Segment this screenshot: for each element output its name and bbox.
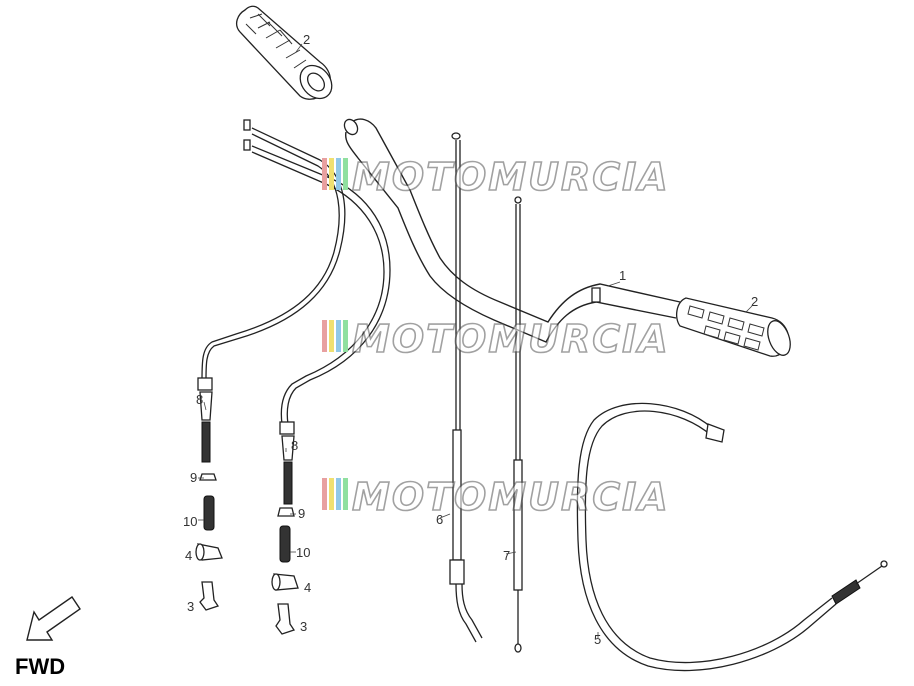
callout-10-left: 10: [183, 514, 197, 529]
callout-3-right: 3: [300, 619, 307, 634]
callout-6: 6: [436, 512, 443, 527]
callout-2-right-grip: 2: [751, 294, 758, 309]
right-grip: [675, 297, 791, 357]
right-clip-3: [275, 603, 296, 635]
right-holder-4: [271, 573, 299, 591]
watermark-text: MOTOMURCIA: [352, 475, 670, 519]
callout-2-left-grip: 2: [303, 32, 310, 47]
cable-6: [449, 132, 483, 643]
watermark-bottom: MOTOMURCIA: [322, 474, 670, 520]
cable-7: [513, 196, 523, 653]
callout-4-right: 4: [304, 580, 311, 595]
left-clip-3: [199, 581, 220, 611]
forward-label: FWD: [15, 654, 65, 679]
left-adjuster-10: [203, 495, 215, 531]
callout-8-right: 8: [291, 438, 298, 453]
watermark-top: MOTOMURCIA: [322, 154, 670, 200]
callout-3-left: 3: [187, 599, 194, 614]
leader-lines: [198, 43, 753, 638]
throttle-cable-b: [243, 139, 391, 505]
right-nut-9: [277, 507, 295, 517]
callout-7: 7: [503, 548, 510, 563]
callout-10-right: 10: [296, 545, 310, 560]
callout-4-left: 4: [185, 548, 192, 563]
callout-9-left: 9: [190, 470, 197, 485]
callout-1: 1: [619, 268, 626, 283]
callout-8-left: 8: [196, 392, 203, 407]
forward-arrow-icon: [26, 596, 81, 641]
callout-5: 5: [594, 632, 601, 647]
callout-9-right: 9: [298, 506, 305, 521]
left-holder-4: [195, 543, 223, 561]
handlebar: [343, 118, 681, 343]
watermark-middle: MOTOMURCIA: [322, 316, 670, 362]
left-nut-9: [199, 473, 217, 481]
watermark-text: MOTOMURCIA: [352, 317, 670, 361]
cable-5: [576, 402, 888, 672]
watermark-text: MOTOMURCIA: [352, 155, 670, 199]
throttle-cable-a: [197, 119, 346, 463]
left-grip: [236, 5, 333, 100]
right-adjuster-10: [279, 525, 291, 563]
